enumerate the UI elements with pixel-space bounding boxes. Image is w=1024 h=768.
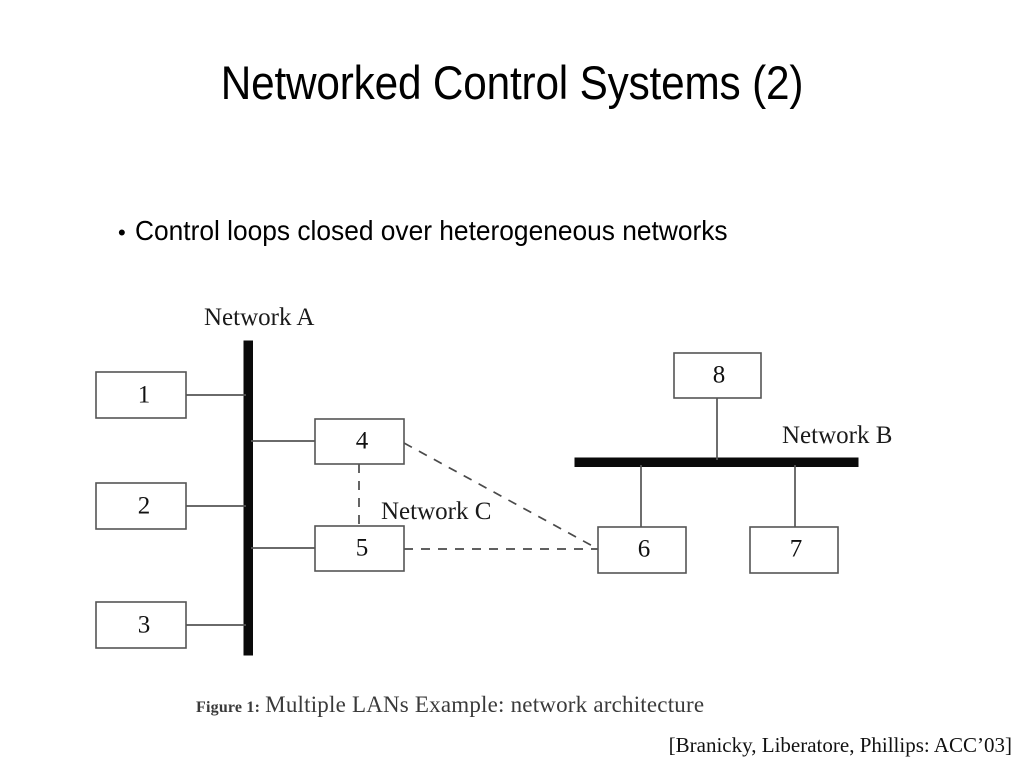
node-box-6[interactable]: 6 (597, 526, 687, 574)
network-diagram-svg: Network A Network B Network C 1 (95, 304, 892, 656)
network-c-label: Network C (381, 498, 491, 525)
node-label-7: 7 (790, 536, 803, 563)
node-label-4: 4 (356, 428, 369, 455)
bullet-marker-icon: • (118, 220, 126, 245)
node-label-1: 1 (138, 382, 151, 409)
node-label-2: 2 (138, 493, 151, 520)
network-a-bus (243, 340, 253, 656)
link-node4-node6-dashed (403, 442, 599, 550)
bullet-text: Control loops closed over heterogeneous … (134, 215, 728, 246)
node-box-4[interactable]: 4 (314, 418, 405, 465)
node-box-8[interactable]: 8 (673, 352, 762, 399)
network-b-label: Network B (782, 422, 892, 449)
network-a-label: Network A (204, 304, 314, 331)
page-title: Networked Control Systems (2) (220, 56, 804, 109)
node-box-3[interactable]: 3 (95, 601, 187, 649)
node-label-8: 8 (713, 362, 726, 389)
citation-reference: [Branicky, Liberatore, Phillips: ACC’03] (668, 733, 1012, 757)
node-label-6: 6 (638, 536, 651, 563)
figure-caption-number: Figure 1: (196, 699, 261, 716)
node-box-7[interactable]: 7 (749, 526, 839, 574)
bullet-item: • Control loops closed over heterogeneou… (118, 213, 765, 251)
node-box-5[interactable]: 5 (314, 525, 405, 572)
node-label-3: 3 (138, 612, 151, 639)
node-label-5: 5 (356, 535, 369, 562)
figure-caption: Figure 1:Multiple LANs Example: network … (196, 692, 704, 718)
node-box-1[interactable]: 1 (95, 371, 187, 419)
figure-caption-text: Multiple LANs Example: network architect… (265, 692, 705, 717)
network-architecture-figure: Network A Network B Network C 1 (80, 288, 944, 728)
node-box-2[interactable]: 2 (95, 482, 187, 530)
